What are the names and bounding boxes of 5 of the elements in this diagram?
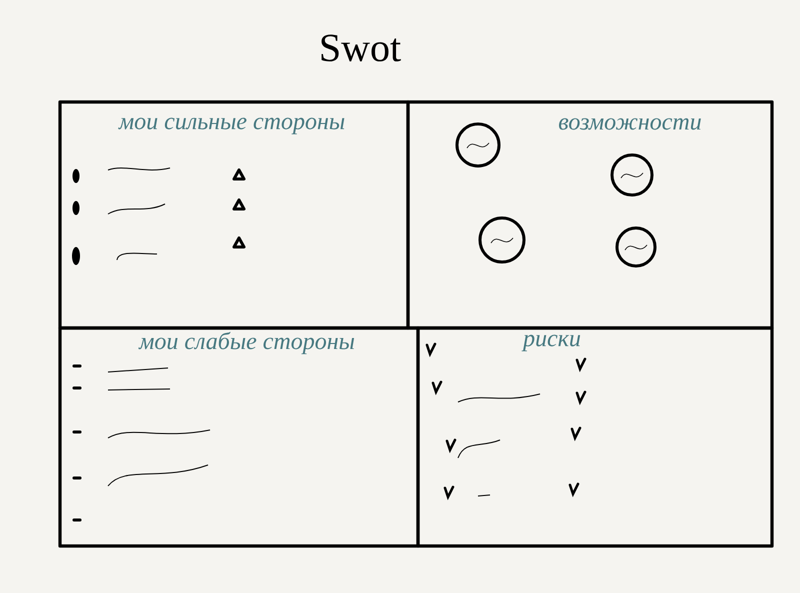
title: Swot xyxy=(322,34,401,62)
quadrant-heading: возможности xyxy=(559,118,701,130)
quadrant-heading: мои сильные стороны xyxy=(118,118,344,134)
quadrant-heading: риски xyxy=(522,334,580,352)
quadrant-heading: мои слабые стороны xyxy=(138,332,354,354)
